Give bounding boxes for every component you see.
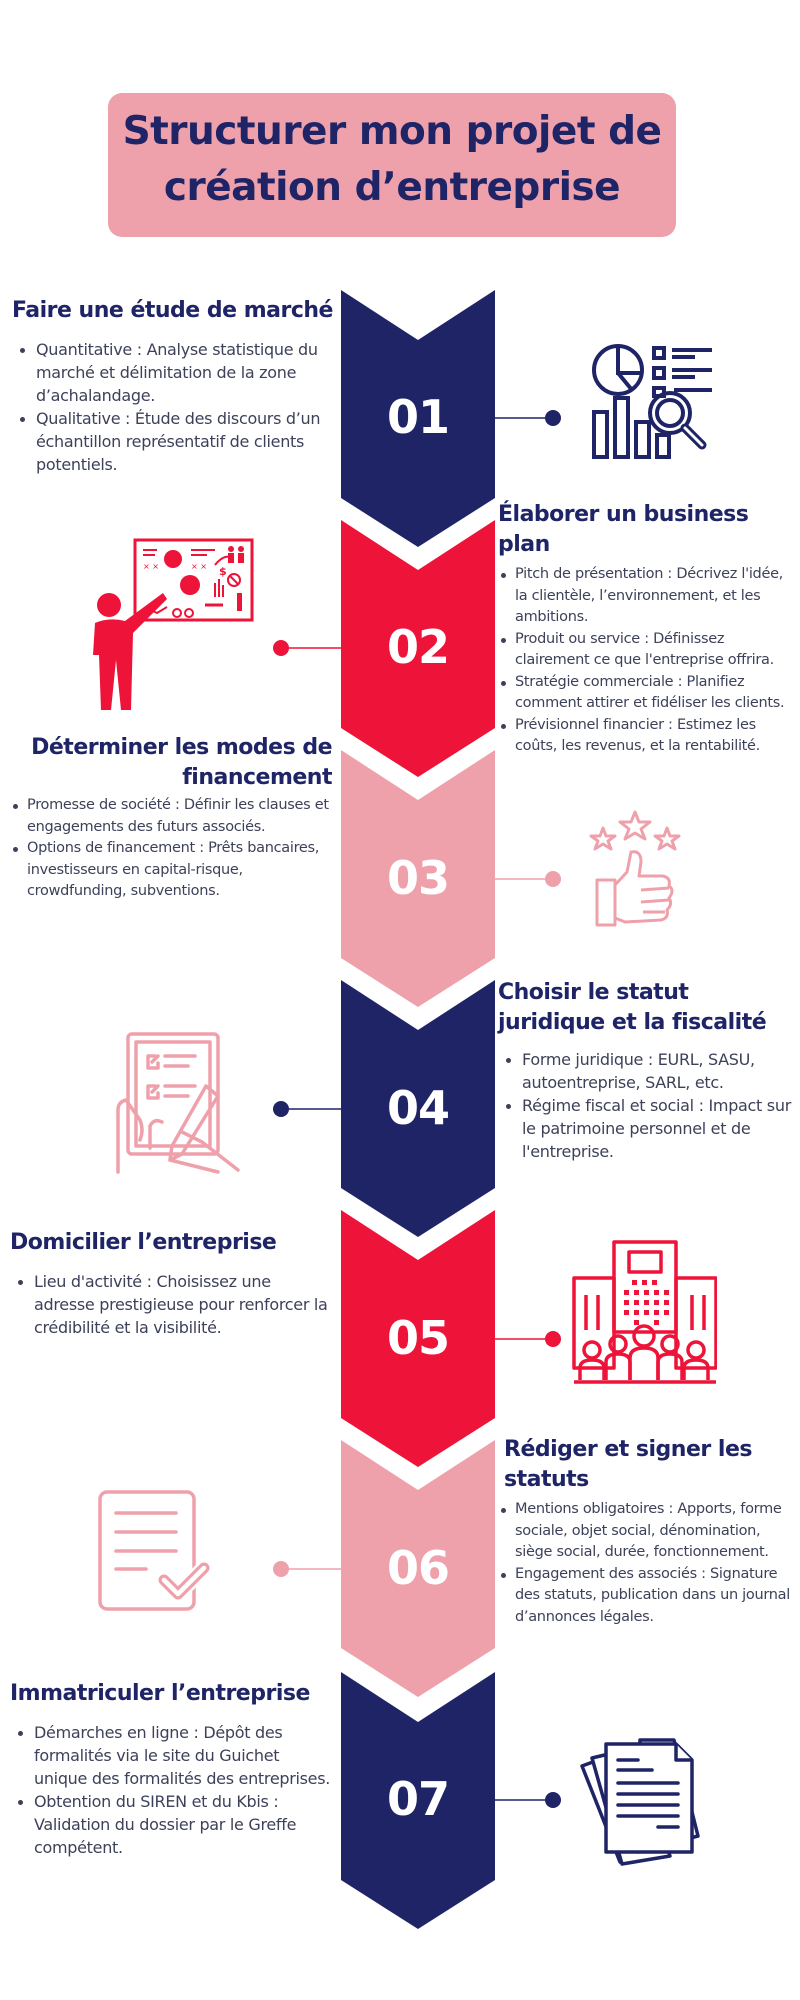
svg-text:× ×: × × xyxy=(191,562,207,571)
step-03-bullet: Promesse de société : Définir les clause… xyxy=(10,795,332,838)
page-title-line-1: Structurer mon projet de xyxy=(122,109,662,154)
step-04-bullet: Forme juridique : EURL, SASU, autoentrep… xyxy=(498,1048,798,1094)
step-02-title: Élaborer un business plan xyxy=(498,502,749,557)
svg-text:$: $ xyxy=(219,565,227,578)
step-01-bullet: Qualitative : Étude des discours d’un éc… xyxy=(12,407,337,476)
step-04-title-line-1: Choisir le statut xyxy=(498,980,689,1005)
step-number-01: 01 xyxy=(386,390,450,444)
step-06-content: Rédiger et signer les statuts Mentions o… xyxy=(498,1435,800,1628)
step-number-05: 05 xyxy=(386,1311,450,1365)
connector-dot-01 xyxy=(545,410,561,426)
step-04-content: Choisir le statut juridique et la fiscal… xyxy=(498,978,798,1163)
step-05-bullet: Lieu d'activité : Choisissez une adresse… xyxy=(10,1270,330,1339)
step-07-title: Immatriculer l’entreprise xyxy=(10,1681,310,1706)
document-check-icon xyxy=(98,1490,211,1611)
step-06-title-line-2: statuts xyxy=(504,1467,589,1492)
step-02-bullet: Pitch de présentation : Décrivez l'idée,… xyxy=(498,564,798,629)
step-number-02: 02 xyxy=(386,620,450,674)
step-03-title-line-2: financement xyxy=(182,765,332,790)
step-04-title-line-2: juridique et la fiscalité xyxy=(498,1010,767,1035)
connector-dot-06 xyxy=(273,1561,289,1577)
step-number-06: 06 xyxy=(386,1541,450,1595)
step-07-bullet: Démarches en ligne : Dépôt des formalité… xyxy=(10,1721,335,1790)
office-building-people-icon xyxy=(572,1240,717,1384)
step-03-title-line-1: Déterminer les modes de xyxy=(31,735,332,760)
step-07-content: Immatriculer l’entreprise Démarches en l… xyxy=(10,1679,335,1859)
connector-dot-05 xyxy=(545,1331,561,1347)
step-number-07: 07 xyxy=(386,1772,450,1826)
step-06-bullet: Mentions obligatoires : Apports, forme s… xyxy=(498,1499,800,1564)
connector-dot-02 xyxy=(273,640,289,656)
step-02-content: Élaborer un business plan Pitch de prése… xyxy=(498,500,798,758)
document-stack-icon xyxy=(580,1738,700,1866)
step-02-bullet: Stratégie commerciale : Planifiez commen… xyxy=(498,672,798,715)
step-number-04: 04 xyxy=(386,1081,450,1135)
svg-text:× ×: × × xyxy=(143,562,159,571)
step-01-title: Faire une étude de marché xyxy=(12,298,333,323)
step-04-bullet: Régime fiscal et social : Impact sur le … xyxy=(498,1094,798,1163)
page-title-line-2: création d’entreprise xyxy=(163,165,621,210)
step-03-bullet: Options de financement : Prêts bancaires… xyxy=(10,838,332,903)
step-01-bullet: Quantitative : Analyse statistique du ma… xyxy=(12,338,337,407)
title-banner: Structurer mon projet de création d’entr… xyxy=(108,93,676,237)
step-05-content: Domicilier l’entreprise Lieu d'activité … xyxy=(10,1228,330,1339)
step-06-bullet: Engagement des associés : Signature des … xyxy=(498,1564,800,1629)
connector-dot-03 xyxy=(545,871,561,887)
connector-dot-04 xyxy=(273,1101,289,1117)
signing-checklist-icon xyxy=(116,1032,240,1174)
step-03-content: Déterminer les modes de financement Prom… xyxy=(10,733,333,903)
presentation-board-icon: $ × × × × xyxy=(93,538,254,710)
step-07-bullet: Obtention du SIREN et du Kbis : Validati… xyxy=(10,1790,335,1859)
step-06-title-line-1: Rédiger et signer les xyxy=(504,1437,752,1462)
step-02-bullet: Prévisionnel financier : Estimez les coû… xyxy=(498,715,798,758)
step-05-title: Domicilier l’entreprise xyxy=(10,1230,277,1255)
market-analysis-icon xyxy=(592,344,712,459)
step-number-03: 03 xyxy=(386,851,450,905)
connector-dot-07 xyxy=(545,1792,561,1808)
thumbs-up-stars-icon xyxy=(589,810,681,927)
step-02-bullet: Produit ou service : Définissez claireme… xyxy=(498,629,798,672)
step-01-content: Faire une étude de marché Quantitative :… xyxy=(12,296,337,476)
